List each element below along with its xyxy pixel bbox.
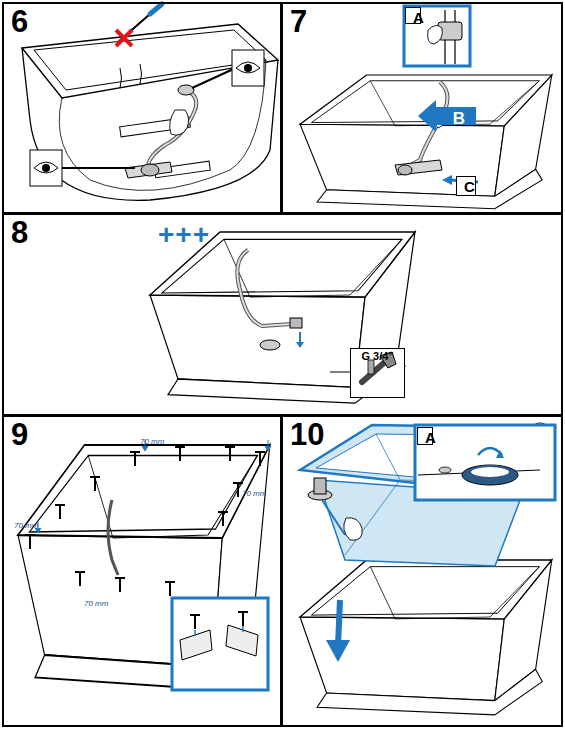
drawing-ellipse bbox=[398, 165, 412, 175]
step-number: 8 bbox=[11, 217, 28, 248]
drawing-path bbox=[90, 477, 100, 491]
step-panel: 8 G 3/4" bbox=[2, 213, 563, 416]
drawing-use bbox=[232, 50, 264, 86]
drawing-path bbox=[255, 452, 265, 466]
drawing-path bbox=[395, 160, 442, 175]
dimension-label: 70 mm bbox=[84, 600, 108, 608]
drawing-path bbox=[237, 250, 292, 326]
step6-illustration bbox=[22, 4, 278, 200]
drawing-path bbox=[170, 110, 189, 135]
drawing-path bbox=[125, 162, 172, 178]
dimension-label: 70 mm bbox=[242, 490, 266, 498]
detail-letter-box: C bbox=[456, 176, 476, 196]
drawing-path bbox=[322, 500, 345, 535]
drawing-path bbox=[120, 64, 142, 88]
step-panel: 9 bbox=[2, 415, 282, 727]
drawing-ellipse bbox=[462, 465, 518, 485]
drawing-path bbox=[115, 578, 125, 592]
dimension-label: 70 mm bbox=[14, 522, 38, 530]
drawing-use bbox=[300, 560, 552, 715]
drawing-use bbox=[300, 75, 552, 209]
drawing-path bbox=[225, 447, 235, 461]
drawing-path bbox=[195, 626, 243, 636]
step8-illustration bbox=[150, 232, 415, 403]
direction-arrow: B bbox=[418, 100, 476, 132]
box-text: B bbox=[443, 110, 465, 127]
drawing-path bbox=[22, 48, 278, 200]
drawing-ellipse bbox=[178, 85, 194, 95]
drawing-path bbox=[62, 167, 135, 169]
step-panel: 6 bbox=[2, 2, 282, 214]
drawing-path bbox=[496, 450, 504, 458]
drawing-path bbox=[175, 447, 185, 461]
drawing-path bbox=[55, 505, 65, 519]
detail-letter-box: A bbox=[405, 7, 421, 24]
wrench-inset: G 3/4" bbox=[350, 348, 405, 398]
drawing-rect bbox=[368, 360, 374, 374]
drawing-path bbox=[130, 452, 140, 466]
drawing-use bbox=[150, 232, 415, 403]
step-number: 7 bbox=[290, 6, 307, 37]
drawing-ellipse bbox=[141, 164, 159, 176]
drawing-rect bbox=[172, 598, 268, 690]
step-panel: 7 A B C bbox=[281, 2, 563, 214]
down-arrows bbox=[35, 440, 271, 533]
drawing-path bbox=[226, 625, 258, 656]
repeat-marker: +++ bbox=[158, 221, 210, 249]
drawing-path bbox=[165, 582, 175, 596]
drawing-rect bbox=[404, 6, 470, 66]
drawing-path bbox=[150, 4, 162, 14]
drawing-path bbox=[218, 512, 228, 526]
drawing-ellipse bbox=[470, 466, 510, 478]
step10-illustration bbox=[300, 423, 555, 715]
drawing-rect bbox=[314, 478, 326, 494]
step-panel: 10 A bbox=[281, 415, 563, 727]
mounting-brackets bbox=[25, 447, 265, 596]
step-number: 9 bbox=[11, 419, 28, 450]
drawing-path bbox=[338, 600, 340, 645]
drawing-rect bbox=[415, 425, 555, 500]
drawing-use bbox=[18, 445, 270, 690]
drawing-path bbox=[233, 483, 243, 497]
step-number: 6 bbox=[11, 6, 28, 37]
drawing-use bbox=[30, 150, 62, 186]
drawing-path bbox=[326, 640, 350, 662]
drawing-path bbox=[428, 25, 443, 44]
drawing-path bbox=[108, 500, 118, 575]
drawing-path bbox=[148, 90, 196, 165]
drawing-path bbox=[180, 630, 212, 660]
drawing-path bbox=[237, 250, 292, 326]
drawing-path bbox=[34, 30, 266, 90]
drawing-path bbox=[75, 572, 85, 586]
drawing-path bbox=[190, 612, 248, 629]
drawing-path bbox=[148, 90, 196, 165]
drawing-path bbox=[442, 175, 452, 185]
arrow-outline bbox=[418, 100, 476, 132]
box-text: A bbox=[425, 430, 436, 445]
drawing-ellipse bbox=[260, 340, 280, 350]
drawing-path bbox=[265, 440, 271, 451]
drawing-path bbox=[22, 24, 278, 98]
arrow-fill bbox=[418, 100, 476, 132]
step7-illustration bbox=[300, 6, 552, 209]
step-number: 10 bbox=[290, 419, 324, 450]
drawing-rect bbox=[290, 318, 302, 328]
box-text: A bbox=[413, 10, 424, 25]
drawing-path bbox=[25, 535, 35, 549]
step9-illustration bbox=[18, 440, 271, 690]
drawing-path bbox=[116, 30, 132, 46]
drawing-ellipse bbox=[439, 467, 451, 473]
box-text: C bbox=[464, 179, 475, 194]
drawing-path bbox=[330, 372, 350, 373]
box-text: G 3/4" bbox=[351, 351, 404, 415]
drawing-path bbox=[344, 518, 363, 541]
detail-letter-box: A bbox=[417, 427, 433, 445]
dimension-label: 70 mm bbox=[140, 438, 164, 446]
drawing-path bbox=[296, 342, 304, 348]
